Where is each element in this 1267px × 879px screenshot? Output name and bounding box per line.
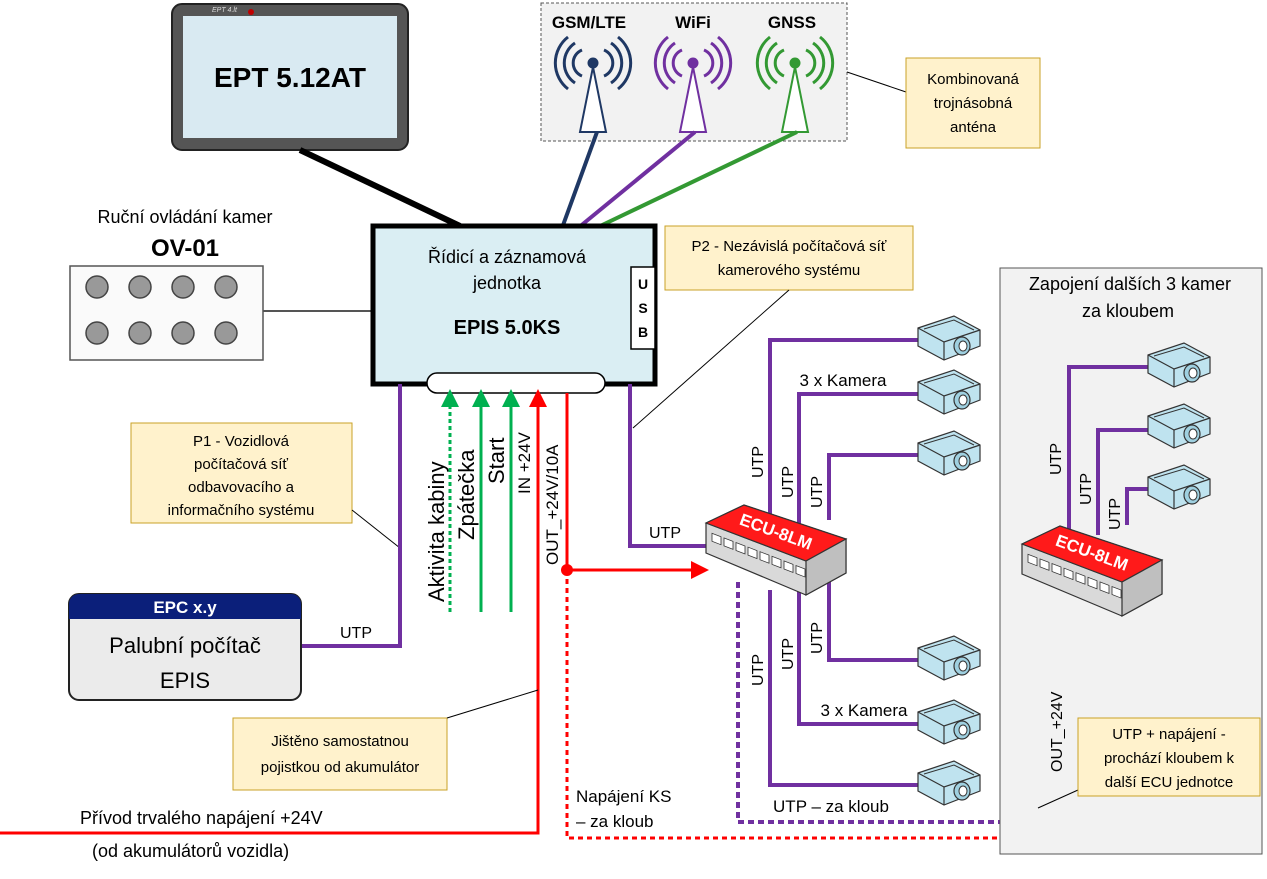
utp-label-cam5: UTP xyxy=(780,638,797,670)
p2-note-leader xyxy=(632,289,790,429)
utp-joint-label: UTP – za kloub xyxy=(773,797,889,816)
fuse-note-line2: pojistkou od akumulátor xyxy=(261,759,419,776)
camera-icon xyxy=(917,760,981,806)
wifi-antenna-icon xyxy=(653,35,733,133)
antenna-note-line3: anténa xyxy=(950,119,997,136)
camera-cables-front xyxy=(768,338,920,787)
camera-icon xyxy=(917,430,981,476)
usb-letter-s: S xyxy=(638,300,647,316)
camera-cables-joint xyxy=(1067,365,1150,545)
utp-label-joint2: UTP xyxy=(1078,473,1095,505)
fuse-note-line1: Jištěno samostatnou xyxy=(271,733,409,750)
gsm-cable xyxy=(560,131,599,229)
antenna-label-gnss: GNSS xyxy=(768,13,816,32)
p2-utp-cable xyxy=(628,384,712,548)
utp-label-cam1: UTP xyxy=(750,446,767,478)
epc-line2: EPIS xyxy=(160,668,210,693)
utp-label-cam3: UTP xyxy=(809,476,826,508)
usb-letter-b: B xyxy=(638,324,648,340)
p1-note-line3: odbavovacího a xyxy=(188,479,295,496)
utp-power-note-line3: další ECU jednotce xyxy=(1105,774,1233,791)
p1-note-line1: P1 - Vozidlová xyxy=(193,433,290,450)
camera-icon xyxy=(917,369,981,415)
p1-note: P1 - Vozidlová počítačová síť odbavovací… xyxy=(130,422,353,524)
signal-label-out24: OUT_+24V/10A xyxy=(543,444,562,565)
utp-power-note-line2: prochází kloubem k xyxy=(1104,750,1235,767)
ks-power-line1: Napájení KS xyxy=(576,787,671,806)
epc-header: EPC x.y xyxy=(153,598,217,617)
gsm-antenna-icon xyxy=(553,35,633,133)
control-panel-model: OV-01 xyxy=(151,235,219,262)
antenna-note: Kombinovaná trojnásobná anténa xyxy=(905,57,1041,149)
tablet-brand: EPT 4.lt xyxy=(212,7,238,14)
p2-note-line2: kamerového systému xyxy=(718,262,861,279)
p2-note: P2 - Nezávislá počítačová síť kamerového… xyxy=(664,225,914,291)
epc-line1: Palubní počítač xyxy=(109,633,261,658)
control-panel-title: Ruční ovládání kamer xyxy=(97,207,272,227)
fuse-note-leader xyxy=(446,689,539,719)
utp-label-cam4: UTP xyxy=(809,622,826,654)
utp-label-cam2: UTP xyxy=(780,466,797,498)
signal-label-cabin: Aktivita kabiny xyxy=(424,461,449,602)
camera-icon xyxy=(917,315,981,361)
utp-label-cam6: UTP xyxy=(750,654,767,686)
control-panel xyxy=(69,265,264,361)
utp-power-note-leader xyxy=(1037,789,1079,809)
joint-section-line1: Zapojení dalších 3 kamer xyxy=(1029,274,1231,294)
camera-group-bottom-label: 3 x Kamera xyxy=(821,701,908,720)
power-in-line2: (od akumulátorů vozidla) xyxy=(92,841,289,861)
antenna-note-leader xyxy=(846,71,907,93)
ks-power-line2: – za kloub xyxy=(576,812,654,831)
signal-label-in24: IN +24V xyxy=(515,431,534,494)
signal-label-start: Start xyxy=(484,438,509,484)
gnss-cable xyxy=(595,130,798,230)
main-unit-line2: jednotka xyxy=(472,273,542,293)
main-unit: Řídicí a záznamová jednotka EPIS 5.0KS U… xyxy=(370,223,658,394)
out24-label: OUT_+24V xyxy=(1049,691,1066,772)
antenna-note-line1: Kombinovaná xyxy=(927,71,1019,88)
camera-group-top-label: 3 x Kamera xyxy=(800,371,887,390)
wifi-cable xyxy=(576,130,697,230)
utp-power-note-line1: UTP + napájení - xyxy=(1112,726,1226,743)
antenna-label-gsm: GSM/LTE xyxy=(552,13,626,32)
utp-label-joint3: UTP xyxy=(1107,498,1124,530)
epc-computer: EPC x.y Palubní počítač EPIS xyxy=(68,593,302,701)
p1-utp-label: UTP xyxy=(340,625,372,642)
p2-note-line1: P2 - Nezávislá počítačová síť xyxy=(692,238,887,255)
p1-note-leader xyxy=(351,509,401,549)
main-unit-model: EPIS 5.0KS xyxy=(454,317,561,339)
antenna-box: GSM/LTE WiFi GNSS xyxy=(540,2,848,142)
joint-section-line2: za kloubem xyxy=(1082,301,1174,321)
p1-utp-cable xyxy=(301,384,402,648)
tablet-model: EPT 5.12AT xyxy=(214,62,366,93)
gnss-antenna-icon xyxy=(755,35,835,133)
p1-note-line4: informačního systému xyxy=(168,502,315,519)
p1-note-line2: počítačová síť xyxy=(194,456,288,473)
camera-icon xyxy=(917,635,981,681)
power-in-line xyxy=(0,389,547,835)
ecu-switch-main: ECU-8LM xyxy=(705,504,847,596)
camera-icon xyxy=(917,699,981,745)
main-unit-line1: Řídicí a záznamová xyxy=(428,247,587,267)
fuse-note: Jištěno samostatnou pojistkou od akumulá… xyxy=(232,717,448,791)
utp-power-note: UTP + napájení - prochází kloubem k dalš… xyxy=(1077,717,1261,797)
antenna-label-wifi: WiFi xyxy=(675,13,711,32)
tablet-device: EPT 4.lt EPT 5.12AT xyxy=(171,3,409,151)
usb-port xyxy=(630,266,656,350)
tablet-cable xyxy=(298,147,462,229)
usb-letter-u: U xyxy=(638,276,648,292)
p2-utp-label: UTP xyxy=(649,525,681,542)
signal-label-reverse: Zpátečka xyxy=(454,449,479,540)
power-in-line1: Přívod trvalého napájení +24V xyxy=(80,808,323,828)
utp-label-joint1: UTP xyxy=(1048,443,1065,475)
io-connector xyxy=(426,372,606,394)
antenna-note-line2: trojnásobná xyxy=(934,95,1013,112)
